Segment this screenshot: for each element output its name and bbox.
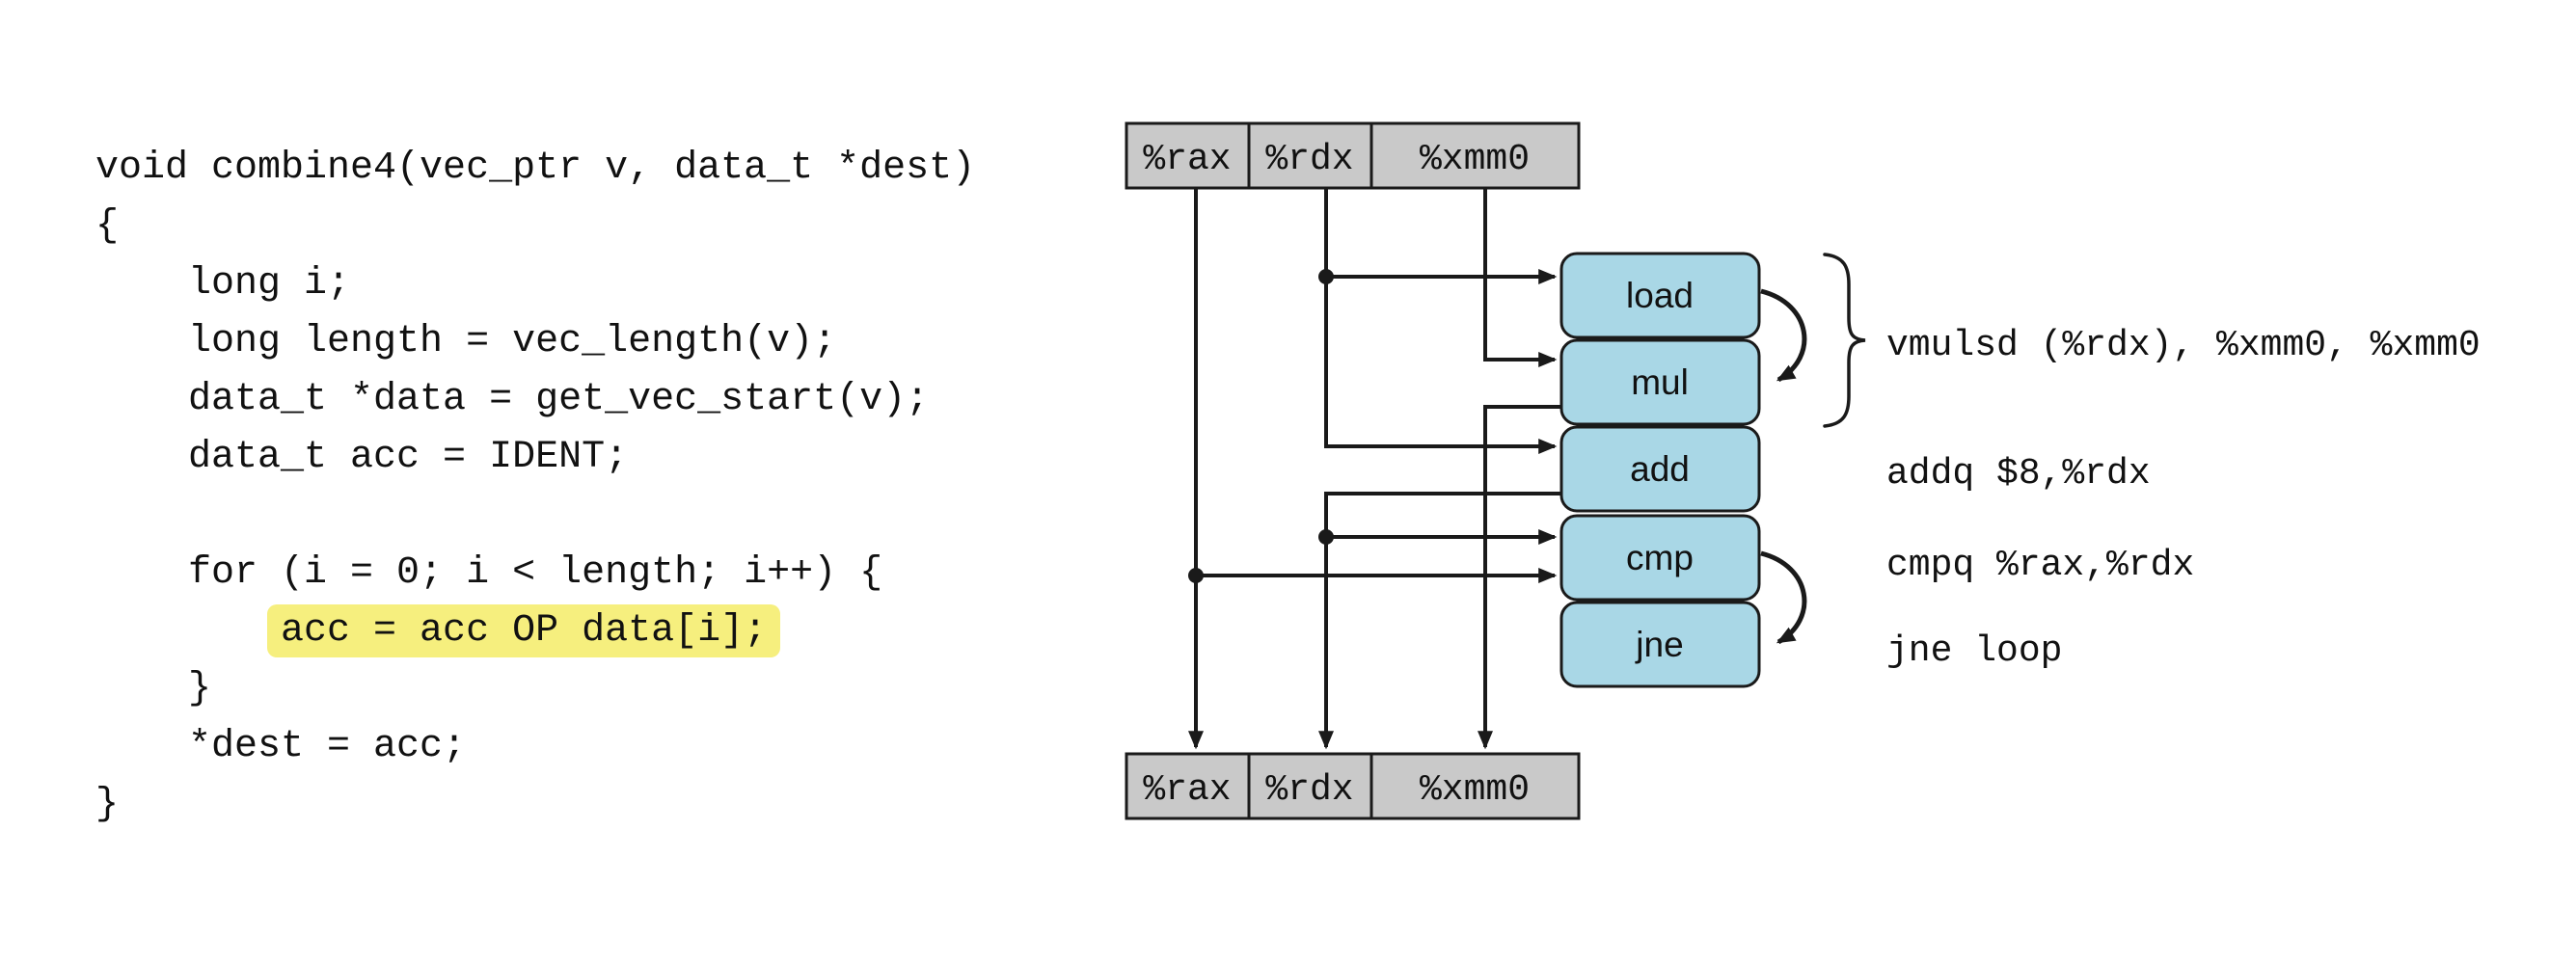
asm-label-addq: addq $8,%rdx — [1886, 453, 2151, 495]
op-box-load — [1559, 252, 1761, 339]
register-label-rax-bottom: %rax — [1143, 769, 1231, 811]
op-box-jne — [1559, 601, 1761, 688]
register-label-rdx-bottom: %rdx — [1265, 769, 1353, 811]
code-line: data_t *data = get_vec_start(v); — [95, 378, 930, 421]
junction-dot-rax-cmp — [1188, 568, 1204, 583]
code-line: { — [95, 204, 120, 248]
operation-boxes: load mul add cmp jne — [1559, 252, 1807, 688]
register-label-xmm0-top: %xmm0 — [1420, 139, 1530, 180]
asm-label-jne: jne loop — [1886, 630, 2062, 672]
code-line: long i; — [95, 262, 351, 306]
op-box-cmp — [1559, 514, 1761, 602]
curved-arrow-cmp-to-jne — [1760, 550, 1807, 645]
code-line: data_t acc = IDENT; — [95, 436, 629, 479]
flow-mul-out-to-xmm0 — [1478, 405, 1563, 750]
junction-dot-newrdx-cmp — [1318, 529, 1334, 545]
register-cell-rdx-top — [1247, 121, 1373, 190]
register-cell-xmm0-top — [1369, 121, 1581, 190]
top-register-row: %rax %rdx %xmm0 — [1125, 121, 1581, 190]
flow-lines — [1188, 188, 1563, 750]
code-line: } — [95, 783, 120, 826]
code-listing: void combine4(vec_ptr v, data_t *dest) {… — [0, 0, 1119, 964]
brace-load-mul — [1823, 253, 1866, 428]
code-line: } — [95, 667, 212, 710]
op-box-add — [1559, 425, 1761, 513]
register-cell-rdx-bottom — [1247, 752, 1373, 820]
code-line: *dest = acc; — [95, 725, 467, 768]
op-label-cmp: cmp — [1626, 538, 1694, 577]
register-label-rdx-top: %rdx — [1265, 139, 1353, 180]
op-label-add: add — [1630, 449, 1690, 489]
op-label-jne: jne — [1635, 625, 1683, 664]
code-line: long length = vec_length(v); — [95, 320, 837, 363]
op-label-mul: mul — [1631, 362, 1689, 402]
register-label-rax-top: %rax — [1143, 139, 1231, 180]
curved-arrow-load-to-mul — [1760, 288, 1807, 383]
asm-label-cmpq: cmpq %rax,%rdx — [1886, 545, 2194, 586]
code-line: for (i = 0; i < length; i++) { — [95, 551, 883, 595]
asm-label-vmulsd: vmulsd (%rdx), %xmm0, %xmm0 — [1886, 325, 2481, 366]
flow-xmm0-to-mul — [1483, 188, 1558, 367]
op-box-mul — [1559, 338, 1761, 426]
register-cell-xmm0-bottom — [1369, 752, 1581, 820]
assembly-labels: vmulsd (%rdx), %xmm0, %xmm0 addq $8,%rdx… — [1886, 325, 2481, 672]
register-label-xmm0-bottom: %xmm0 — [1420, 769, 1530, 811]
highlighted-code-text: acc = acc OP data[i]; — [267, 604, 781, 657]
junction-dot-rdx-load — [1318, 269, 1334, 284]
bottom-register-row: %rax %rdx %xmm0 — [1125, 752, 1581, 820]
op-label-load: load — [1626, 276, 1694, 315]
code-line: void combine4(vec_ptr v, data_t *dest) — [95, 147, 976, 190]
code-line-highlighted: acc = acc OP data[i]; — [95, 602, 781, 660]
flow-add-out-to-rdx — [1318, 492, 1563, 750]
